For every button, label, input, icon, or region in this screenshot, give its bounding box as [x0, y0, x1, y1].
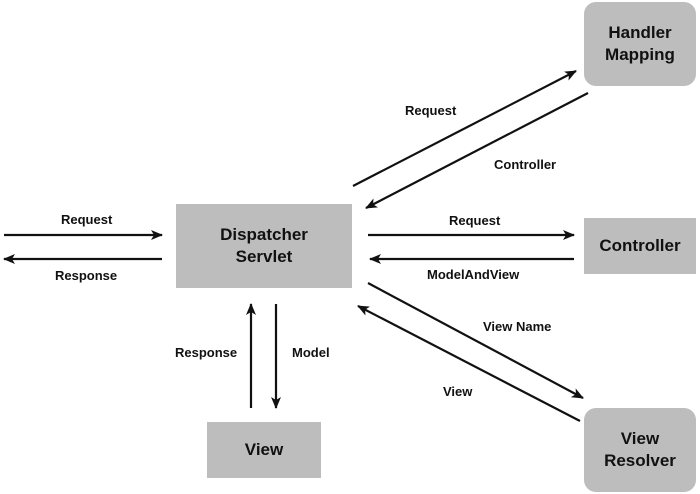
view-resolver-box: View Resolver	[584, 408, 696, 492]
view-response-label: Response	[175, 345, 238, 360]
handler-mapping-controller-arrow	[365, 92, 589, 209]
view-resolver-viewname-label: View Name	[483, 319, 552, 334]
client-request-label: Request	[61, 212, 113, 227]
handler-mapping-label-line1: Handler	[608, 23, 672, 42]
handler-mapping-label-line2: Mapping	[605, 45, 675, 64]
view-box: View	[207, 422, 321, 478]
dispatcher-servlet-label-line2: Servlet	[235, 247, 293, 266]
view-resolver-view-arrow	[357, 305, 581, 422]
view-resolver-label-line2: Resolver	[604, 451, 676, 470]
controller-box: Controller	[584, 218, 696, 274]
handler-mapping-controller-label: Controller	[494, 157, 557, 172]
view-resolver-view-label: View	[443, 384, 473, 399]
view-label: View	[244, 440, 284, 459]
client-response-label: Response	[55, 268, 118, 283]
dispatcher-servlet-box: Dispatcher Servlet	[176, 204, 352, 288]
dispatcher-servlet-label-line1: Dispatcher	[220, 225, 308, 244]
controller-modelandview-label: ModelAndView	[427, 267, 520, 282]
view-model-label: Model	[292, 345, 330, 360]
view-resolver-viewname-arrow	[367, 282, 584, 399]
controller-label: Controller	[599, 236, 681, 255]
handler-mapping-request-label: Request	[405, 103, 457, 118]
controller-request-label: Request	[449, 213, 501, 228]
view-resolver-label-line1: View	[620, 429, 660, 448]
handler-mapping-box: Handler Mapping	[584, 2, 696, 86]
handler-mapping-request-arrow	[352, 70, 577, 187]
